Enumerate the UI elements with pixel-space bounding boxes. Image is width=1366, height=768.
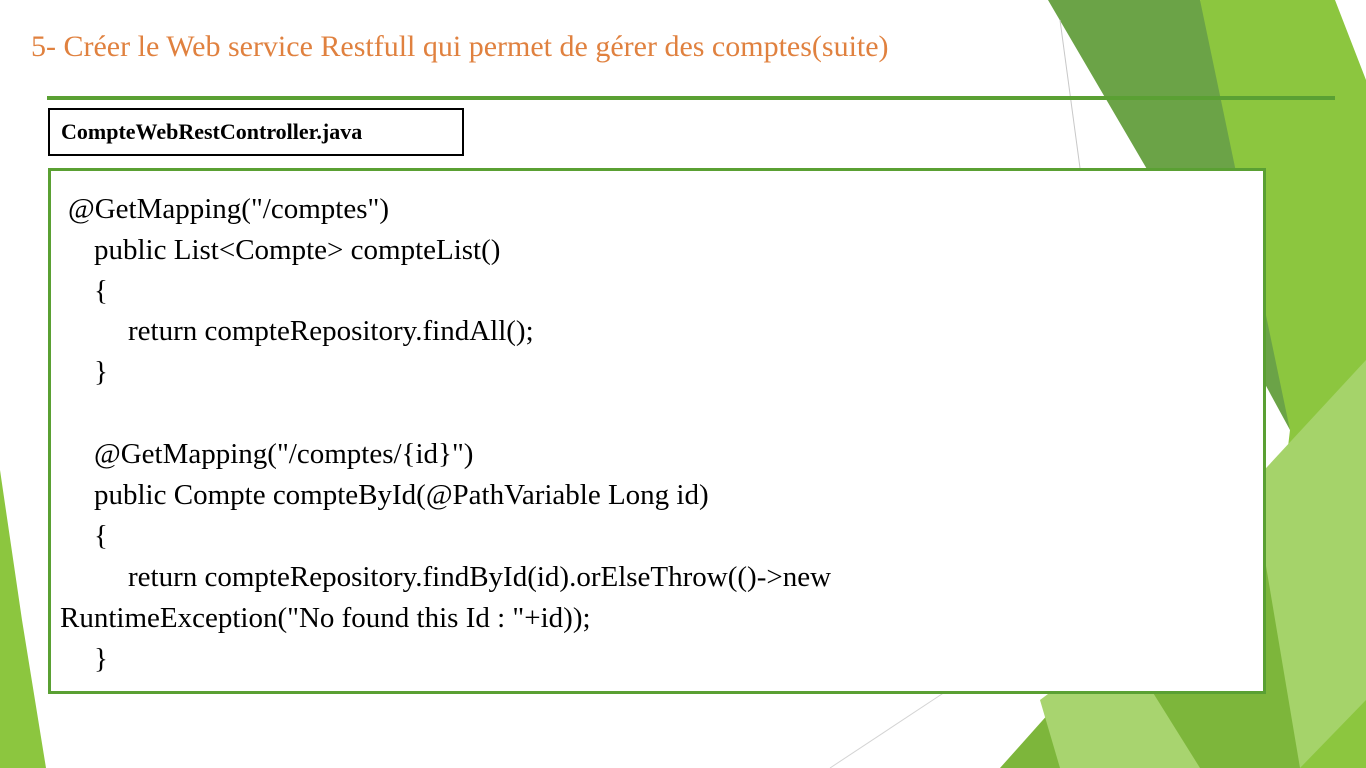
deco-shape-dark (1048, 0, 1366, 560)
code-block: @GetMapping("/comptes") public List<Comp… (48, 168, 1266, 694)
filename-box: CompteWebRestController.java (48, 108, 464, 156)
code-line: { (94, 275, 108, 307)
code-line: return compteRepository.findAll(); (128, 315, 534, 347)
slide-title: 5- Créer le Web service Restfull qui per… (31, 30, 889, 63)
code-line: @GetMapping("/comptes") (68, 193, 389, 225)
filename-label: CompteWebRestController.java (61, 119, 363, 144)
code-line: } (94, 356, 108, 388)
title-divider (47, 96, 1335, 100)
deco-line-1 (1059, 19, 1081, 169)
code-line: @GetMapping("/comptes/{id}") (94, 438, 474, 470)
deco-line-2 (829, 691, 946, 768)
code-line: return compteRepository.findById(id).orE… (128, 561, 832, 593)
code-line: public List<Compte> compteList() (94, 234, 501, 266)
code-line: RuntimeException("No found this Id : "+i… (60, 602, 591, 634)
code-line: } (94, 643, 108, 675)
code-line: { (94, 520, 108, 552)
code-line: public Compte compteById(@PathVariable L… (94, 479, 709, 511)
deco-shape-left (0, 470, 46, 768)
